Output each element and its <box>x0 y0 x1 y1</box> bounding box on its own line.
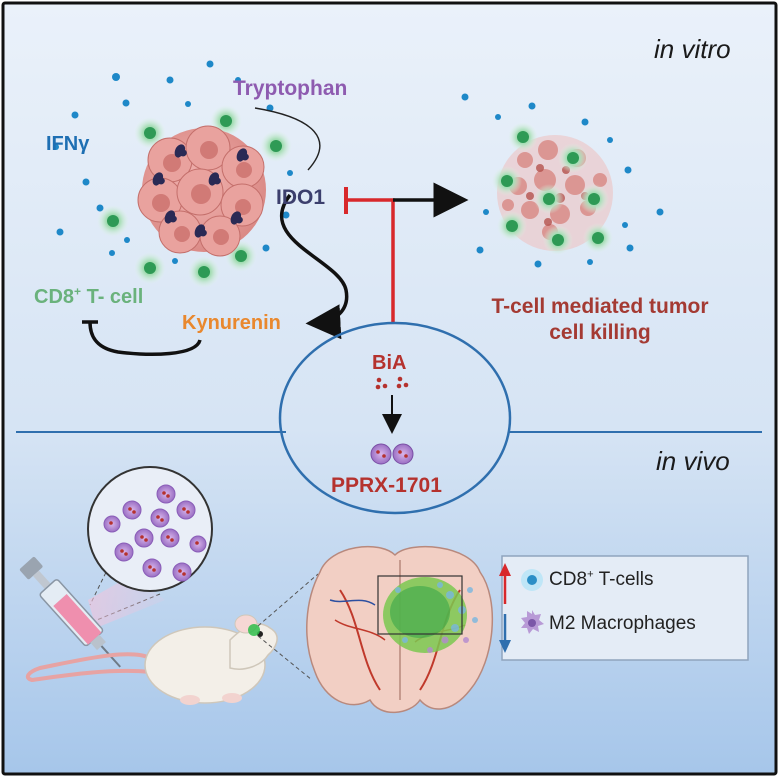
killing-label-line2: cell killing <box>549 321 651 344</box>
cd8-t-cell-label: CD8+ T- cell <box>34 284 144 309</box>
ifng-dots <box>53 60 293 264</box>
ido1-to-kynurenin-arrow <box>280 193 349 340</box>
up-arrow-head <box>499 563 511 576</box>
legend-cd8-superscript: + <box>587 568 594 581</box>
magnified-nanoparticles <box>103 484 207 582</box>
in-vitro-title: in vitro <box>654 34 731 64</box>
cd8-text: CD8 <box>34 286 75 308</box>
legend-cd8-label: CD8+ T-cells <box>549 569 654 591</box>
in-vivo-title: in vivo <box>656 446 730 476</box>
legend-tcell-icon <box>521 569 543 591</box>
pprx-label: PPRX-1701 <box>331 474 442 497</box>
cd8-superscript: + <box>74 284 82 299</box>
brain-zoom-top <box>257 573 319 627</box>
ido1-label: IDO1 <box>276 186 326 209</box>
down-arrow-head <box>499 640 511 653</box>
tryptophan-label: Tryptophan <box>233 77 348 100</box>
mouse <box>25 614 278 705</box>
legend-box <box>501 555 749 661</box>
pprx-nanoparticles <box>370 443 414 465</box>
kynurenin-label: Kynurenin <box>182 312 281 334</box>
bia-molecules <box>375 376 409 390</box>
tryptophan-curve <box>254 107 321 171</box>
brain-zoom-bottom <box>257 635 313 681</box>
ifng-dots-right <box>461 93 664 268</box>
cd8-t-cells-right <box>492 122 613 255</box>
drug-ellipse <box>278 321 512 515</box>
legend-m2-label: M2 Macrophages <box>549 613 696 634</box>
t-cell-text: T- cell <box>81 286 144 308</box>
bia-label: BiA <box>372 352 407 374</box>
syringe <box>19 556 121 668</box>
brain-section <box>306 545 494 714</box>
legend-cd8-text: CD8 <box>549 569 588 590</box>
ifng-label: IFNγ <box>46 133 90 155</box>
killing-label-line1: T-cell mediated tumor <box>491 295 709 318</box>
tumor-spheroid <box>137 125 266 257</box>
kynurenin-inhibition <box>88 321 202 356</box>
legend-macrophage-icon <box>521 610 544 634</box>
legend-tcells-text: T-cells <box>593 569 654 590</box>
